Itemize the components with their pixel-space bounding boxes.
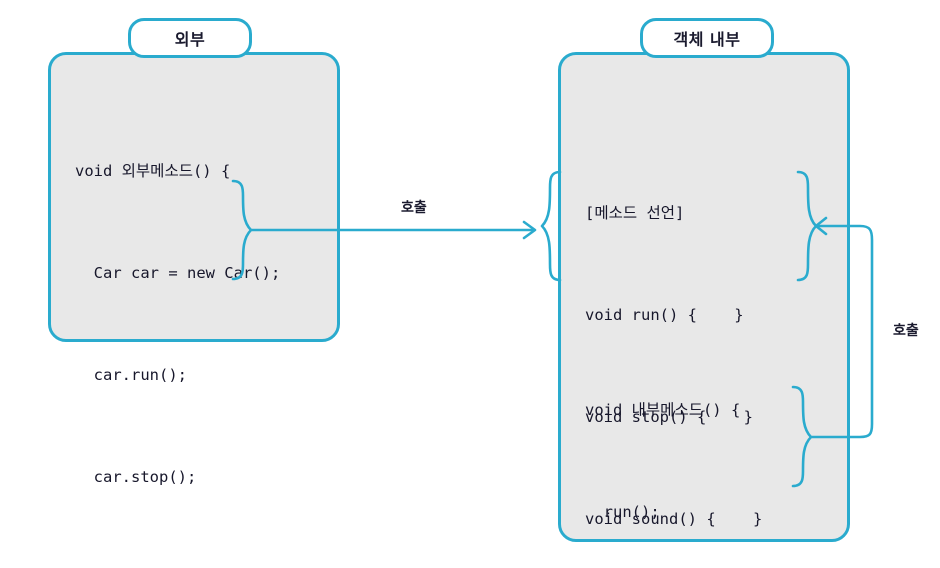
code-line: Car car = new Car(); (75, 264, 281, 282)
declaration-header: [메소드 선언] (585, 204, 685, 222)
external-code-block: void 외부메소드() { Car car = new Car(); car.… (75, 86, 280, 568)
call-arrow-head (522, 220, 537, 240)
code-line: car.run(); (75, 366, 187, 384)
label-internal-call: 호출 (893, 323, 919, 339)
code-line: void sound() { } (585, 510, 763, 528)
code-line: void stop() { } (585, 408, 753, 426)
code-line: void 외부메소드() { (75, 162, 231, 180)
code-line: void run() { } (585, 306, 744, 324)
panel-external (48, 52, 340, 342)
panel-object-title: 객체 내부 (640, 18, 774, 58)
panel-external-title: 외부 (128, 18, 252, 58)
code-line: void 내부메소드() { (585, 401, 741, 419)
code-line: run(); (585, 503, 660, 521)
label-external-call: 호출 (401, 200, 427, 216)
code-line: car.sound(); (75, 562, 280, 568)
code-line: car.stop(); (75, 468, 197, 486)
object-declaration-block: [메소드 선언] void run() { } void stop() { } … (585, 128, 762, 568)
object-inner-method-block: void 내부메소드() { run(); stop(); sound(); } (585, 325, 740, 568)
